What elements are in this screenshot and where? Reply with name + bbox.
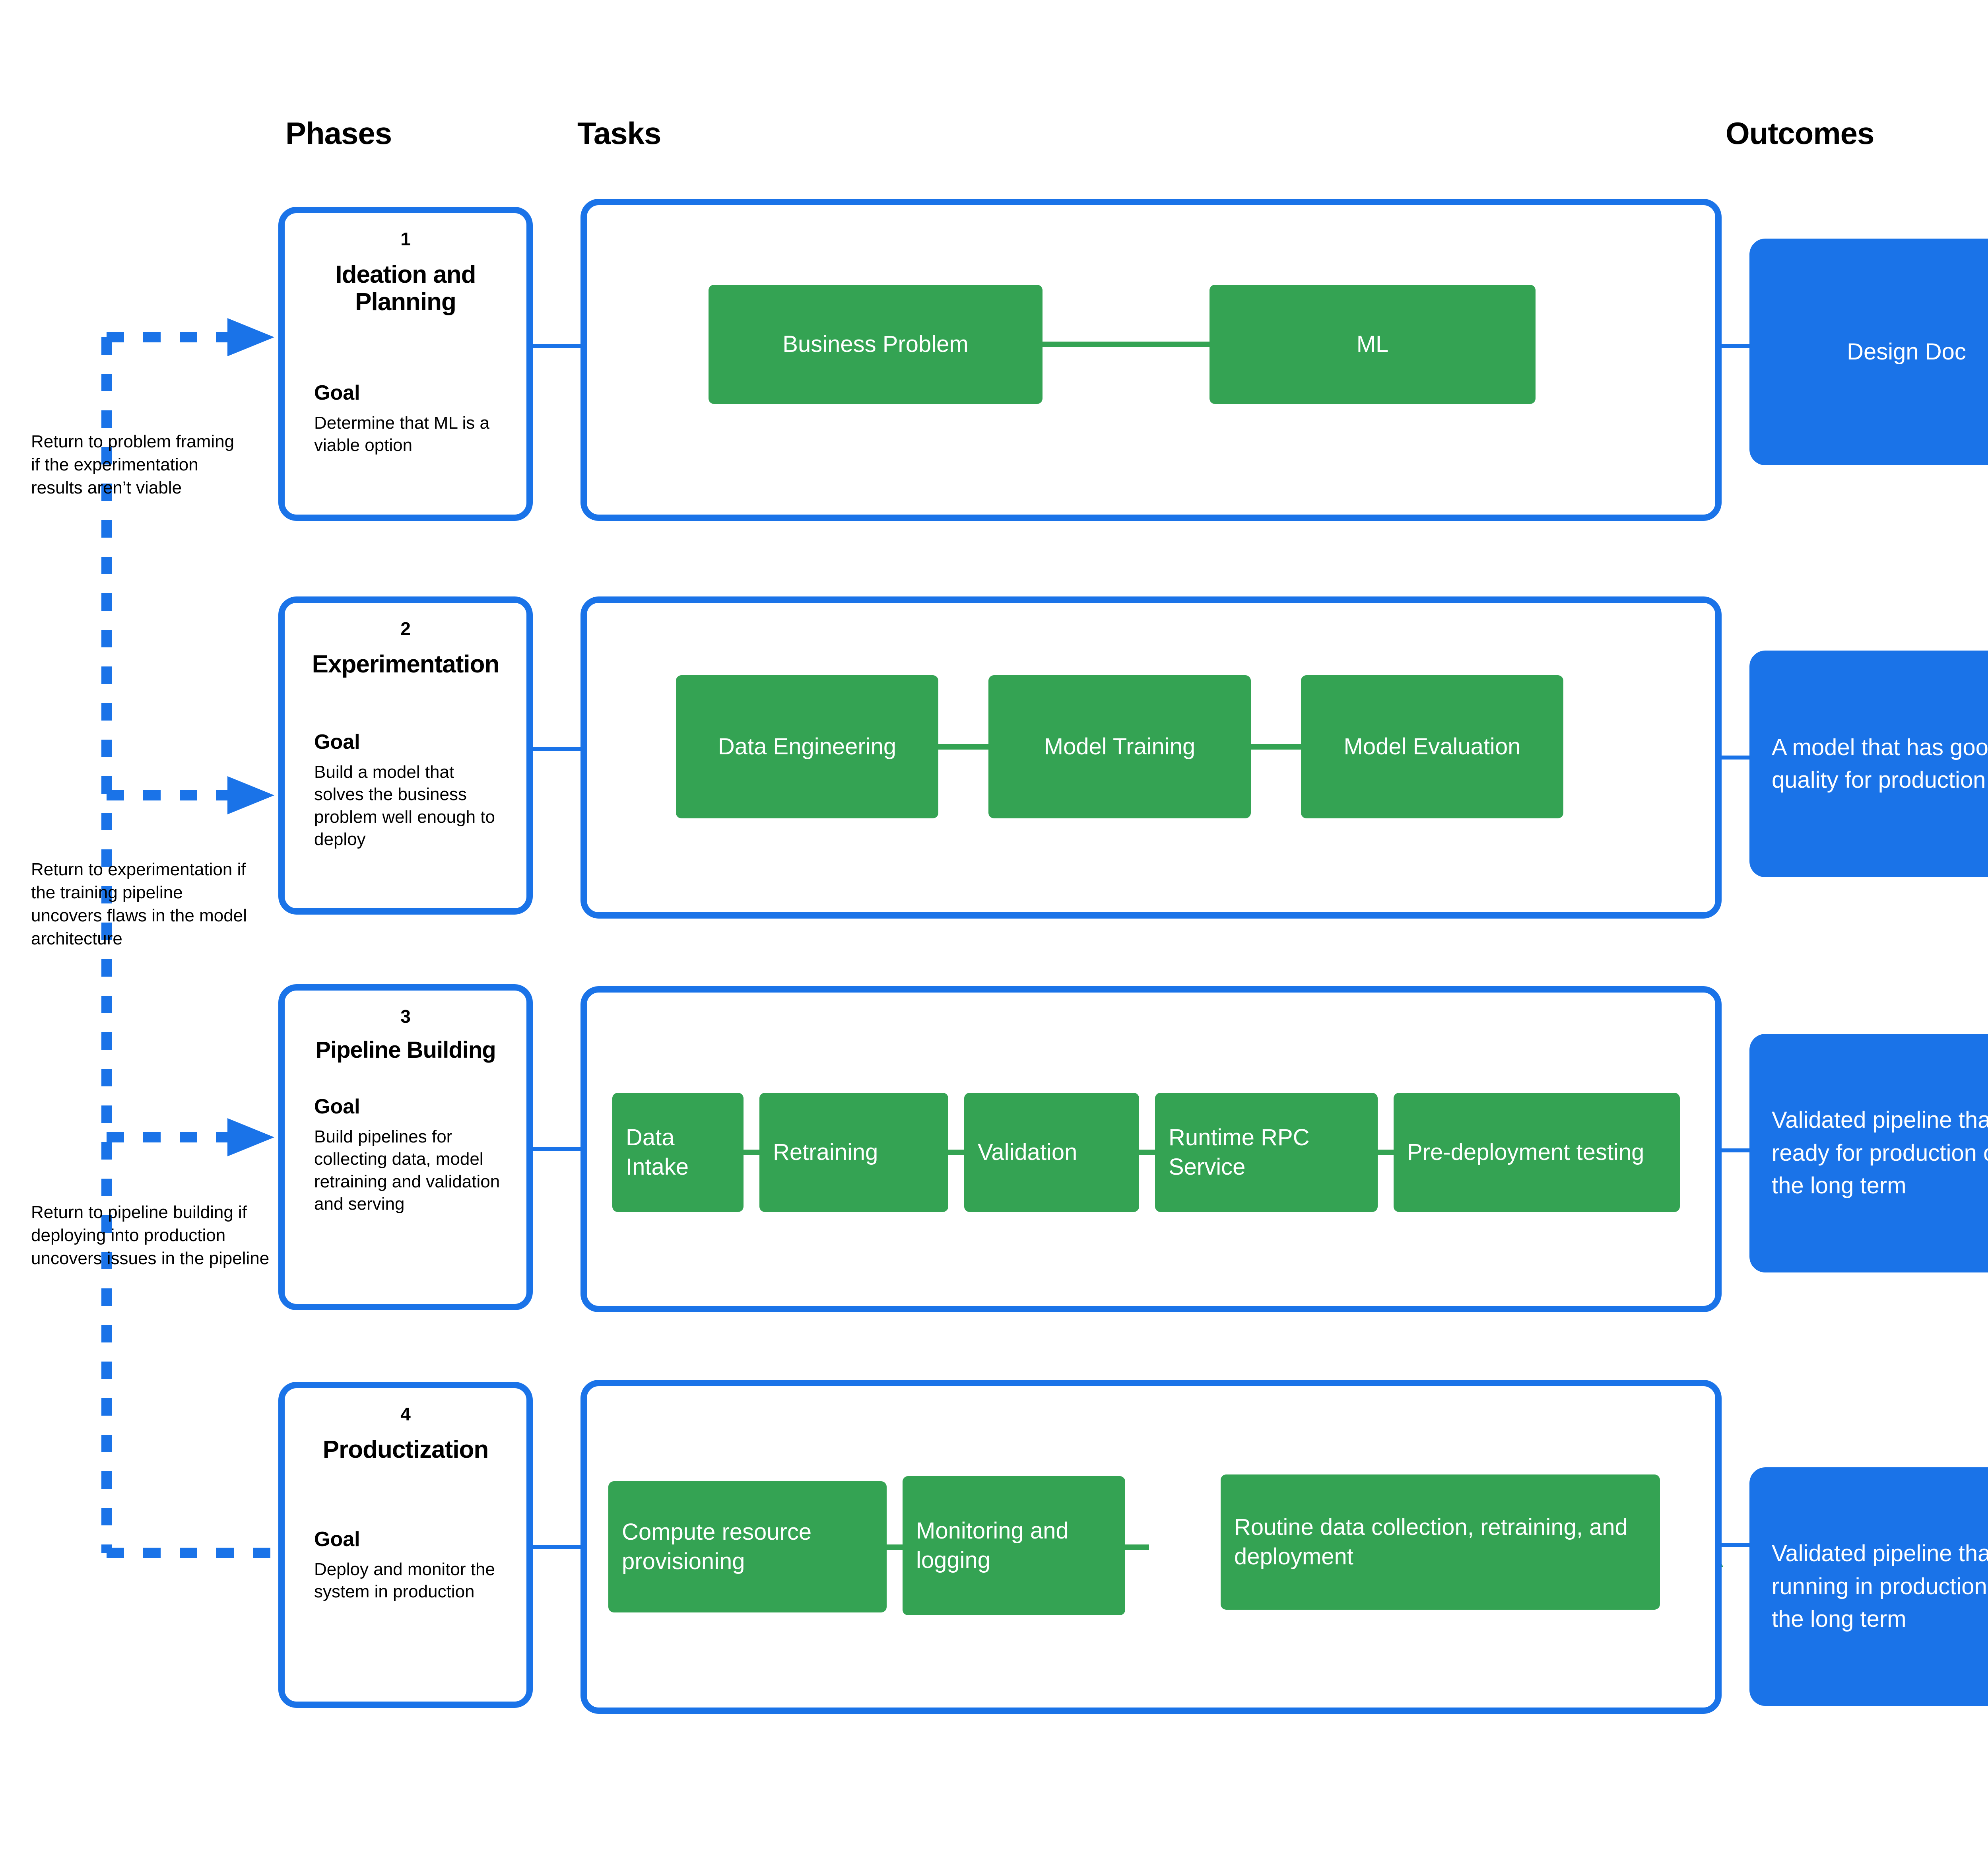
- return-arrowhead-3: [227, 1118, 274, 1156]
- phase-number: 2: [400, 618, 411, 639]
- outcome-box-3[interactable]: Validated pipeline that’s ready for prod…: [1749, 1034, 1988, 1272]
- goal-label: Goal: [314, 1095, 360, 1118]
- goal-text: Build pipelines for collecting data, mod…: [314, 1127, 500, 1214]
- row4-connector-1: [887, 1544, 903, 1550]
- task-box-model-evaluation[interactable]: Model Evaluation: [1301, 675, 1563, 818]
- task-box-runtime-rpc-service[interactable]: Runtime RPC Service: [1155, 1093, 1378, 1212]
- phase4-to-tasks-connector: [531, 1545, 583, 1549]
- task-box-pre-deployment-testing[interactable]: Pre-deployment testing: [1394, 1093, 1680, 1212]
- phase-card-4[interactable]: 4 Productization Goal Deploy and monitor…: [278, 1382, 533, 1708]
- goal-label: Goal: [314, 1528, 360, 1551]
- phase3-to-tasks-connector: [531, 1147, 583, 1151]
- phase-card-2[interactable]: 2 Experimentation Goal Build a model tha…: [278, 596, 533, 915]
- row2-connector-2: [1251, 744, 1301, 750]
- tasks2-to-outcome-connector: [1720, 756, 1768, 760]
- goal-text: Determine that ML is a viable option: [314, 413, 489, 455]
- tasks4-to-outcome-connector: [1720, 1543, 1768, 1547]
- row3-connector-2: [948, 1150, 964, 1155]
- outcome-box-1[interactable]: Design Doc: [1749, 239, 1988, 465]
- row3-connector-3: [1139, 1150, 1155, 1155]
- phase-title: Experimentation: [312, 651, 500, 678]
- phase-card-3[interactable]: 3 Pipeline Building Goal Build pipelines…: [278, 984, 533, 1310]
- row3-connector-4: [1378, 1150, 1394, 1155]
- column-header-outcomes: Outcomes: [1726, 116, 1874, 151]
- goal-label: Goal: [314, 381, 360, 404]
- return-arrowhead-2: [227, 776, 274, 814]
- goal-text: Deploy and monitor the system in product…: [314, 1560, 495, 1602]
- task-box-retraining[interactable]: Retraining: [759, 1093, 948, 1212]
- row4-connector-2: [1125, 1544, 1149, 1550]
- column-header-phases: Phases: [285, 116, 392, 151]
- phase1-to-tasks-connector: [531, 344, 583, 348]
- task-box-data-intake[interactable]: Data Intake: [612, 1093, 744, 1212]
- goal-text: Build a model that solves the business p…: [314, 762, 495, 849]
- phase-title: Productization: [322, 1436, 489, 1463]
- row1-connector: [1043, 342, 1209, 347]
- task-box-model-training[interactable]: Model Training: [988, 675, 1251, 818]
- return-arrowhead-1: [227, 318, 274, 356]
- phase-number: 1: [400, 229, 411, 249]
- phase-title: Ideation and Planning: [335, 261, 476, 316]
- phase-title: Pipeline Building: [315, 1037, 496, 1063]
- task-box-validation[interactable]: Validation: [964, 1093, 1139, 1212]
- tasks1-to-outcome-connector: [1720, 344, 1768, 348]
- task-box-routine-data-collection[interactable]: Routine data collection, retraining, and…: [1221, 1474, 1660, 1610]
- tasks3-to-outcome-connector: [1720, 1148, 1768, 1152]
- task-box-compute-resource-provisioning[interactable]: Compute resource provisioning: [608, 1481, 887, 1612]
- phase-number: 3: [400, 1006, 411, 1027]
- row3-connector-1: [744, 1150, 759, 1155]
- return-note-3: Return to pipeline building if deploying…: [31, 1202, 270, 1269]
- return-note-1: Return to problem framing if the experim…: [31, 432, 235, 498]
- task-box-business-problem[interactable]: Business Problem: [709, 285, 1043, 404]
- column-header-tasks: Tasks: [577, 116, 661, 151]
- phase2-to-tasks-connector: [531, 747, 583, 751]
- phase-number: 4: [400, 1404, 411, 1424]
- outcome-box-4[interactable]: Validated pipeline that’s running in pro…: [1749, 1467, 1988, 1706]
- return-note-2: Return to experimentation if the trainin…: [31, 860, 247, 949]
- task-box-ml[interactable]: ML: [1209, 285, 1536, 404]
- row2-connector-1: [938, 744, 988, 750]
- phase-card-1[interactable]: 1 Ideation and Planning Goal Determine t…: [278, 207, 533, 521]
- task-box-data-engineering[interactable]: Data Engineering: [676, 675, 938, 818]
- task-box-monitoring-and-logging[interactable]: Monitoring and logging: [903, 1476, 1125, 1615]
- goal-label: Goal: [314, 730, 360, 754]
- outcome-box-2[interactable]: A model that has good quality for produc…: [1749, 651, 1988, 877]
